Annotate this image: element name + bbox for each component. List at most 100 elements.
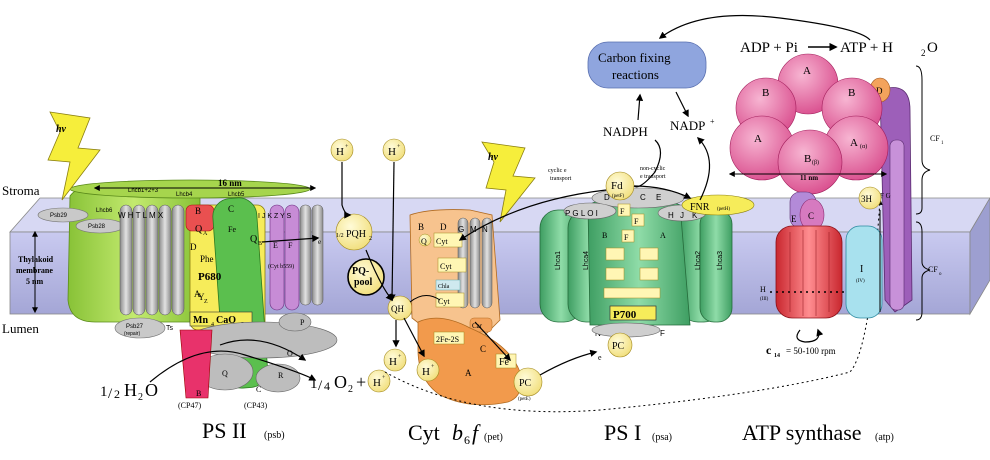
ps1-subunit-f: F — [660, 329, 665, 338]
p700-label: P700 — [613, 309, 637, 321]
cyt-subunit-m: M — [470, 225, 477, 234]
atp-subunit-i-sub: (IV) — [856, 279, 865, 284]
svg-text:H: H — [388, 146, 396, 158]
yz-label: Y — [198, 292, 205, 302]
cyt-subunit-d: D — [440, 222, 447, 232]
carotenoid-label: Car — [472, 322, 483, 330]
pq-pool-label-2: pool — [354, 277, 373, 288]
ps1-subunit-b: B — [602, 231, 607, 240]
stroma-label: Stroma — [2, 183, 40, 198]
thylakoid-label: Thylakoid — [18, 255, 54, 264]
lumen-label: Lumen — [2, 321, 39, 336]
c14-subscript: 14 — [774, 353, 780, 359]
proton-ball: H+ — [416, 358, 440, 382]
svg-text:(petE): (petE) — [518, 397, 531, 402]
cao-label: CaO — [216, 315, 236, 326]
ps2-title: PS II — [202, 418, 247, 443]
cyt-subunit-b: B — [418, 222, 424, 232]
atp-label: ATP + H — [840, 40, 893, 56]
plastocyanin-ball: PC (petE) — [513, 367, 543, 402]
lhcb123-label: Lhcb1+2+3 — [128, 188, 159, 194]
atp-alpha-sub: (α) — [860, 143, 867, 150]
qb-label: Q — [250, 234, 258, 245]
ps2-subunit-e: E — [273, 241, 278, 250]
width-16nm-label: 16 nm — [218, 178, 242, 188]
lhcb5-label: Lhcb5 — [228, 192, 245, 198]
oxygen-subscript: 2 — [348, 384, 353, 395]
cp47-label: (CP47) — [178, 401, 201, 410]
svg-text:H: H — [422, 366, 430, 378]
svg-text:PC: PC — [612, 341, 625, 352]
ps2-subunit-b: B — [195, 206, 201, 216]
fnr-label: FNR — [690, 202, 710, 213]
svg-text:H: H — [336, 146, 344, 158]
atp-beta-left: B — [762, 87, 769, 99]
lhca3-label: Lhca3 — [717, 251, 724, 270]
proton-ball: H+ — [382, 138, 406, 162]
proton-ball: H+ — [383, 348, 407, 372]
ps2-proton-ball: H+ — [367, 369, 391, 393]
water-h: H — [124, 380, 137, 400]
plastocyanin-ball: PC — [607, 332, 633, 358]
thickness-label: 5 nm — [26, 277, 43, 286]
ps1-subunit-j: J — [680, 211, 684, 220]
cfo-subscript: o — [939, 272, 942, 277]
atp-h2o-subscript: 2 — [921, 48, 926, 58]
atp-beta-center: B — [804, 153, 811, 165]
cyt-subunit-a: A — [465, 368, 472, 378]
ts-label: Ts — [166, 325, 174, 332]
svg-text:+: + — [345, 144, 349, 150]
psb27-note: (repair) — [124, 331, 140, 337]
membrane-label: membrane — [16, 266, 53, 275]
ferredoxin-ball: Fd (petF) — [605, 171, 635, 201]
ps2-small-subunits: W H T L M X — [118, 204, 185, 316]
cyt-f-label: f — [472, 420, 481, 445]
plastoquinone-region: H+ H+ 1/2 PQH 2 PQ- pool QH e — [261, 138, 413, 321]
cfo-label: CF — [928, 265, 938, 274]
cytbh-label: Cyt — [440, 262, 452, 271]
p680-label: P680 — [198, 271, 222, 283]
ps2-subunit-o: O — [287, 349, 293, 358]
cp43-c-label: C — [256, 385, 261, 394]
fa-label: F — [620, 207, 625, 216]
svg-text:+: + — [710, 117, 715, 126]
atp-alpha-top: A — [803, 65, 811, 77]
atp-alpha-right: A — [850, 137, 858, 149]
lhca2-label: Lhca2 — [695, 251, 702, 270]
water-o: O — [145, 380, 158, 400]
atp-subunit-c: C — [808, 211, 814, 221]
atp-alpha-left: A — [754, 133, 762, 145]
light-bolt-icon: hv — [47, 111, 101, 201]
ps2-subunit-r: R — [278, 371, 284, 380]
cyt-subunit-c: C — [480, 344, 486, 354]
cyt-subunit-g: G — [458, 225, 464, 234]
cyt-title: Cyt — [408, 420, 440, 445]
svg-text:H: H — [373, 377, 381, 389]
svg-text:+: + — [398, 354, 402, 360]
fnr-subscript: (petH) — [717, 207, 730, 212]
qa-label: Q — [195, 224, 203, 235]
lhca4-label: Lhca4 — [583, 251, 590, 270]
rpm-label: = 50-100 rpm — [786, 346, 836, 356]
cf1-subscript: 1 — [941, 141, 944, 146]
proton-ball: H+ — [330, 138, 354, 162]
atp-fg-label: F G — [880, 192, 891, 200]
ps2-right-subunit-letters: I J K Z Y S — [258, 213, 292, 220]
proton-ball: 3H — [858, 186, 882, 210]
ps2-subunit-a: A — [194, 289, 201, 299]
mn-label: Mn — [193, 315, 208, 326]
carbon-label-1: Carbon fixing — [598, 50, 671, 65]
hv-label-1: hv — [56, 124, 67, 135]
oxygen-label: O — [334, 372, 347, 392]
ps2-gene: (psb) — [264, 430, 285, 441]
ps1-small-subunits: P G L O I — [565, 209, 598, 218]
noncyclic-label-2: e transport — [640, 174, 666, 180]
atp-title: ATP synthase — [742, 420, 862, 445]
ps1-subunit-d: D — [604, 193, 610, 202]
ps1-subunit-k: K — [692, 211, 698, 220]
ps1-subunit-e: E — [656, 193, 661, 202]
noncyclic-label: non-cyclic — [640, 166, 666, 172]
atp-beta-right: B — [848, 87, 855, 99]
cyclic-label-2: transport — [550, 176, 572, 182]
